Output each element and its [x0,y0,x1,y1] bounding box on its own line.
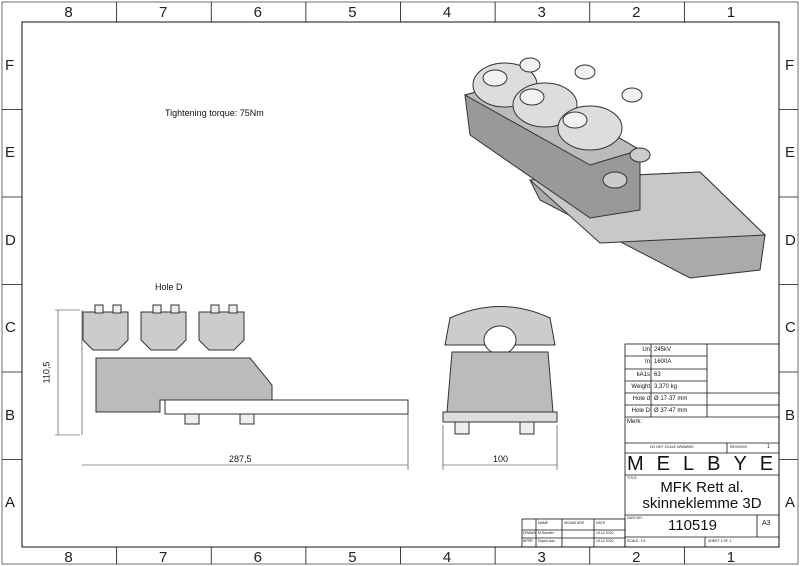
spec-label: Un [642,347,650,353]
title-label: TITLE: [627,476,638,480]
spec-label: Hole D [631,408,650,414]
sheet-count: SHEET 1 OF 1 [708,539,732,543]
zone-row-left-C: C [5,319,16,337]
signature-cell: Espen Aas [538,539,555,543]
spec-value: Ø 37-47 mm [654,408,688,414]
title-block-lines [521,343,780,548]
spec-value: 63 [654,372,661,378]
signature-header: NAME [538,521,549,525]
signature-cell: M.Sandler [538,531,554,535]
signature-cell: APPR. [523,539,534,543]
spec-value: 245kV [654,347,672,353]
title-line-2: skinneklemme 3D [642,495,762,512]
dimension-width: 100 [493,454,509,464]
zone-row-right-F: F [785,56,795,74]
spec-label: In [644,359,650,365]
zone-row-left-B: B [5,406,16,424]
merk-label: Merk: [627,419,642,425]
front-view [55,304,409,470]
zone-column-top-2: 2 [632,4,641,21]
zone-row-left-E: E [5,144,16,162]
spec-label: Hole d [632,396,650,402]
zone-column-bottom-8: 8 [64,549,73,566]
zone-column-bottom-2: 2 [632,549,641,566]
spec-value: 3,370 kg [654,384,678,390]
isometric-view [463,57,767,279]
zone-column-top-4: 4 [442,4,452,21]
drawing-number: 110519 [668,517,717,534]
signature-cell: 14.12.2020 [596,539,614,543]
spec-label: kA1s [636,372,650,378]
zone-row-left-A: A [5,494,16,512]
sheet-size: A3 [762,520,771,527]
zone-row-right-C: C [785,319,796,337]
torque-note: Tightening torque: 75Nm [165,108,264,118]
title-line-1: MFK Rett al. [660,479,744,496]
spec-value: Ø 17-37 mm [654,396,688,402]
revision-label: REVISION [730,445,747,449]
zone-column-top-1: 1 [726,4,736,21]
zone-column-bottom-1: 1 [726,549,736,566]
company-logo: MELBYE [627,453,787,475]
dwg-no-label: DWG NO. [627,516,643,520]
zone-row-left-D: D [5,231,16,249]
signature-header: SIGNATURE [564,521,585,525]
zone-row-right-D: D [785,231,796,249]
zone-column-bottom-3: 3 [537,549,546,566]
zone-row-right-A: A [785,494,796,512]
zone-row-right-E: E [785,144,796,162]
signature-cell: DRAWN [523,531,537,535]
zone-row-right-B: B [785,406,796,424]
do-not-scale-note: DO NOT SCALE DRAWING [650,445,694,449]
signature-cell: 14.12.2020 [596,531,614,535]
zone-column-bottom-6: 6 [253,549,262,566]
spec-label: Weight [631,384,650,390]
signature-header: DATE [596,521,606,525]
dimension-length: 287,5 [229,454,252,464]
hole-d-label: Hole D [155,282,183,292]
zone-column-top-5: 5 [348,4,357,21]
side-view [442,306,558,470]
zone-column-top-8: 8 [64,4,73,21]
zone-column-bottom-7: 7 [158,549,168,566]
zone-row-left-F: F [5,56,15,74]
dimension-height: 110,5 [41,361,52,384]
revision-value: 1 [767,444,770,450]
zone-column-bottom-4: 4 [442,549,452,566]
zone-column-top-7: 7 [158,4,168,21]
zone-column-top-3: 3 [537,4,546,21]
scale: SCALE: 1:5 [627,539,646,543]
zone-column-bottom-5: 5 [348,549,357,566]
zone-column-top-6: 6 [253,4,262,21]
spec-value: 1600A [654,359,672,365]
